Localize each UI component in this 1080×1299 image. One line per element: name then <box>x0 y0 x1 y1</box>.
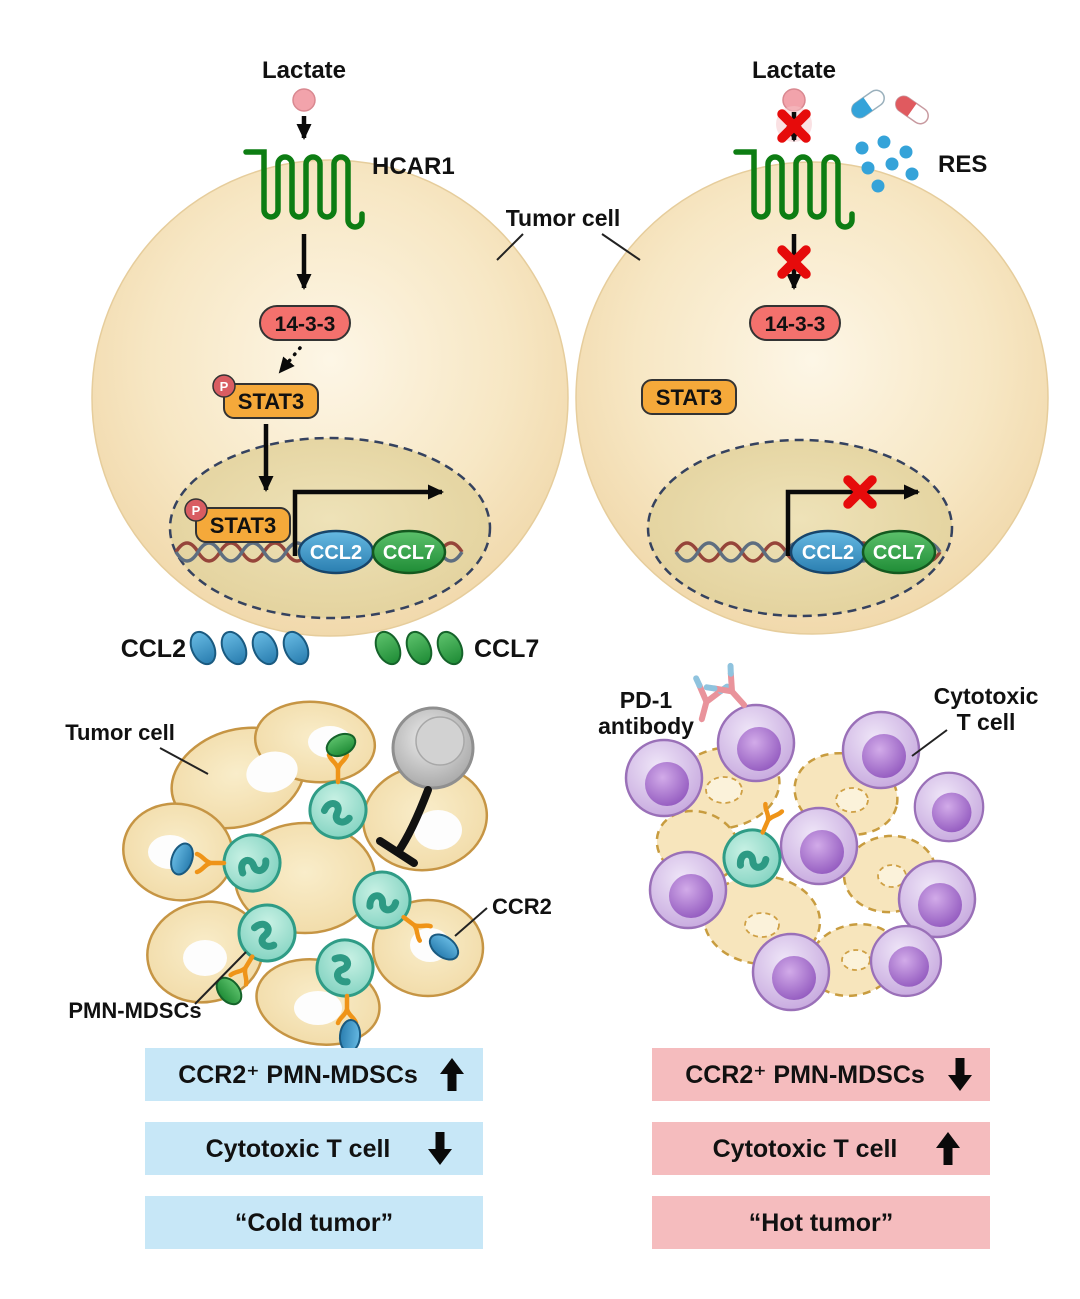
stat3-label: STAT3 <box>656 385 722 410</box>
res-capsule-red-icon <box>895 95 929 125</box>
pd1-antibody-label-line2: antibody <box>598 713 694 739</box>
pd1-antibody-label-line1: PD-1 <box>620 687 673 713</box>
lactate-label: Lactate <box>262 57 346 84</box>
summary-right-row2-label: Cytotoxic T cell <box>713 1135 898 1163</box>
lactate-molecule <box>292 88 316 112</box>
cytotoxic-t-cell <box>779 806 859 886</box>
tumor-cell-label: Tumor cell <box>506 205 621 231</box>
cytotoxic-t-cell <box>716 703 796 783</box>
summary-box <box>652 1048 990 1101</box>
stat3-node <box>641 379 737 415</box>
pointer-line <box>194 951 247 1005</box>
summary-box <box>145 1122 483 1175</box>
ccl7-gene-node <box>861 529 937 575</box>
pointer-line <box>496 233 524 261</box>
inhibition-icon <box>376 786 432 867</box>
14-3-3-node <box>259 305 351 341</box>
cytotoxic-t-cell <box>751 932 831 1012</box>
ccl2-gene-label: CCL2 <box>802 542 854 564</box>
summary-box <box>652 1196 990 1249</box>
tumor-cell-label: Tumor cell <box>65 720 175 745</box>
phospho-label: P <box>220 379 229 394</box>
transcription-arrow <box>785 484 920 556</box>
summary-box <box>145 1196 483 1249</box>
summary-left: CCR2⁺ PMN-MDSCs Cytotoxic T cell “Cold t… <box>145 1048 483 1249</box>
cytotoxic-t-cell-label-line1: Cytotoxic <box>934 683 1039 709</box>
ccl7-gene-node <box>371 529 447 575</box>
ccl7-secreted-label: CCL7 <box>474 635 539 663</box>
pmn-mdscs-label: PMN-MDSCs <box>68 998 201 1023</box>
cytotoxic-t-cell <box>648 850 728 930</box>
pointer-line <box>159 747 209 775</box>
cytotoxic-t-cell <box>913 771 985 843</box>
14-3-3-label: 14-3-3 <box>275 313 336 336</box>
hot-tumor-microenvironment: PD-1 antibody Cytotoxic T cell <box>598 666 1039 1012</box>
tumor-cell-callout: Tumor cell <box>496 205 641 261</box>
ccl7-gene-label: CCL7 <box>383 542 435 564</box>
stat3-nuclear-node <box>195 507 291 543</box>
hcar1-label: HCAR1 <box>372 153 455 180</box>
summary-left-row1-label: CCR2⁺ PMN-MDSCs <box>178 1061 418 1089</box>
top-left-tumor-cell: Lactate HCAR1 14-3-3 STAT3 P STAT3 P CCL… <box>91 57 569 637</box>
res-label: RES <box>938 151 987 178</box>
top-right-tumor-cell: Lactate RES 14-3-3 ST <box>575 57 1049 635</box>
cold-tumor-microenvironment: Tumor cell CCR2 PMN-MDSCs <box>65 700 552 1054</box>
cytotoxic-t-cell <box>624 738 704 818</box>
cytotoxic-t-cell <box>869 924 943 998</box>
phospho-badge <box>184 498 208 522</box>
summary-box <box>652 1122 990 1175</box>
ccr2-label: CCR2 <box>492 894 552 919</box>
phospho-badge <box>212 374 236 398</box>
stat3-cytoplasm-label: STAT3 <box>238 389 304 414</box>
suppressed-t-cell <box>391 706 475 790</box>
phospho-label: P <box>192 503 201 518</box>
res-capsule-blue-icon <box>851 89 885 119</box>
stat3-cytoplasm-node <box>223 383 319 419</box>
dying-tumor-cell-lumens <box>705 776 907 971</box>
hot-tumor-label: “Hot tumor” <box>749 1209 893 1237</box>
cytotoxic-t-cell <box>841 710 921 790</box>
ccl2-secreted-label: CCL2 <box>121 635 186 663</box>
stat3-nuclear-label: STAT3 <box>210 513 276 538</box>
summary-right: CCR2⁺ PMN-MDSCs Cytotoxic T cell “Hot tu… <box>652 1048 990 1249</box>
ccl7-gene-label: CCL7 <box>873 542 925 564</box>
pointer-line <box>601 233 641 261</box>
pointer-line <box>911 729 948 757</box>
nucleus <box>646 438 954 618</box>
summary-box <box>145 1048 483 1101</box>
secreted-ccl2-molecules <box>189 630 310 666</box>
cytotoxic-t-cell-label-line2: T cell <box>957 709 1016 735</box>
summary-left-row2-label: Cytotoxic T cell <box>206 1135 391 1163</box>
lactate-label: Lactate <box>752 57 836 84</box>
res-drug-group: RES <box>851 89 987 193</box>
14-3-3-label: 14-3-3 <box>765 313 826 336</box>
res-molecule-dots <box>855 135 919 193</box>
pointer-line <box>454 907 488 937</box>
14-3-3-node <box>749 305 841 341</box>
dotted-arrow-1433-to-stat3 <box>278 346 302 374</box>
secreted-chemokines: CCL2 CCL7 <box>121 630 539 666</box>
secreted-ccl7-molecules <box>374 630 464 666</box>
transcription-arrow <box>292 484 444 556</box>
cold-tumor-label: “Cold tumor” <box>235 1209 393 1237</box>
ccl2-gene-label: CCL2 <box>310 542 362 564</box>
summary-right-row1-label: CCR2⁺ PMN-MDSCs <box>685 1061 925 1089</box>
